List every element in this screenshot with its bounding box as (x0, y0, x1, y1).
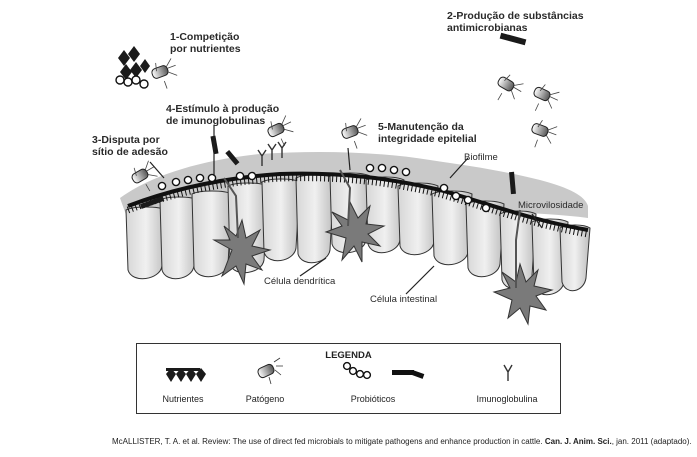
intestinal-cell (125, 206, 167, 280)
probiotic-cell (183, 175, 193, 185)
source-caption: McALLISTER, T. A. et al. Review: The use… (112, 437, 692, 446)
probiotic-cell (463, 195, 473, 205)
legend-title: LEGENDA (325, 350, 372, 361)
legend-item-nutrients: Nutrientes (162, 394, 204, 404)
dendrite-projections (223, 169, 521, 288)
label-intestinal-cell: Célula intestinal (370, 294, 438, 305)
probiotic-cell (401, 167, 411, 177)
probiotic-cell (377, 163, 387, 173)
probiotic-cell (451, 191, 461, 201)
intestinal-cell (465, 200, 505, 278)
probiotic-cell (439, 183, 449, 193)
pathogen (341, 118, 368, 149)
legend-pathogen-icon (257, 357, 283, 385)
probiotic-cell (157, 181, 167, 191)
legend-probiotics-icon (342, 361, 425, 380)
probiotic-cell (365, 163, 375, 173)
label-dendritic-cell: Célula dendrítica (264, 276, 336, 287)
annotation-arrows (149, 125, 543, 295)
intestinal-cell (295, 174, 335, 264)
legend-nutrients-icon (166, 368, 206, 382)
intestinal-cell (191, 190, 233, 278)
probiotic-cell (207, 173, 217, 183)
microvillus-border (127, 171, 589, 232)
legend-item-immunoglobulin: Imunoglobulina (476, 394, 538, 404)
probiotic-cell (481, 203, 491, 213)
probiotic-cell (389, 165, 399, 175)
dendritic-cell (324, 200, 386, 263)
pathogens (131, 58, 560, 192)
probiotic-cell (235, 171, 245, 181)
dendritic-cell (492, 262, 554, 326)
pathogen (531, 120, 558, 148)
pathogen (497, 74, 524, 101)
dendritic-cell (212, 218, 272, 286)
label-microvillus: Microvilosidade (518, 200, 584, 211)
probiotic-chain-top (115, 75, 149, 89)
pathogen (151, 58, 178, 89)
immunoglobulins (257, 141, 287, 166)
legend-item-pathogen: Patógeno (245, 394, 285, 404)
legend-box: LEGENDA Nutrientes Patógeno Probióticos … (136, 343, 561, 414)
label-biofilm: Biofilme (464, 152, 498, 163)
pathogen (267, 115, 294, 147)
legend-item-probiotics: Probióticos (350, 394, 396, 404)
probiotic-chains (157, 163, 491, 213)
probiotic-cell (171, 177, 181, 187)
legend-immunoglobulin-icon (503, 364, 513, 381)
intestinal-cell (261, 178, 301, 262)
pathogen (131, 160, 158, 192)
nutrients-cluster (118, 46, 150, 80)
pathogen (533, 84, 560, 111)
probiotic-cell (195, 173, 205, 183)
probiotic-cell (247, 171, 257, 181)
